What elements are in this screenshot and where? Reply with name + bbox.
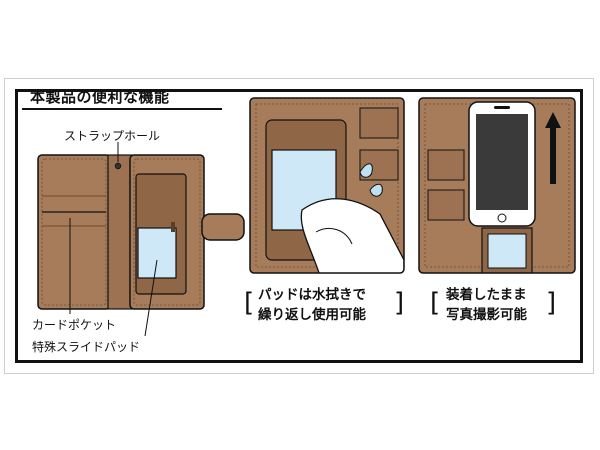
photo-caption-line-2: 写真撮影可能 [446,307,527,323]
caption-right-bracket-1: ] [394,288,405,318]
photo-caption-line-1: 装着したまま [446,287,527,303]
card-pocket-label: カードポケット [32,318,117,332]
strap-hole-label: ストラップホール [64,129,161,143]
caption-right-bracket-2: ] [546,288,557,318]
section-heading: 本製品の便利な機能 [30,88,170,106]
slide-pad-label: 特殊スライドパッド [32,340,141,354]
caption-left-bracket-2: [ [430,288,441,318]
washable-caption-line-1: パッドは水拭きで [258,287,366,303]
caption-left-bracket-1: [ [244,288,255,318]
heading-underline [22,108,222,110]
washable-caption-line-2: 繰り返し使用可能 [258,307,366,323]
